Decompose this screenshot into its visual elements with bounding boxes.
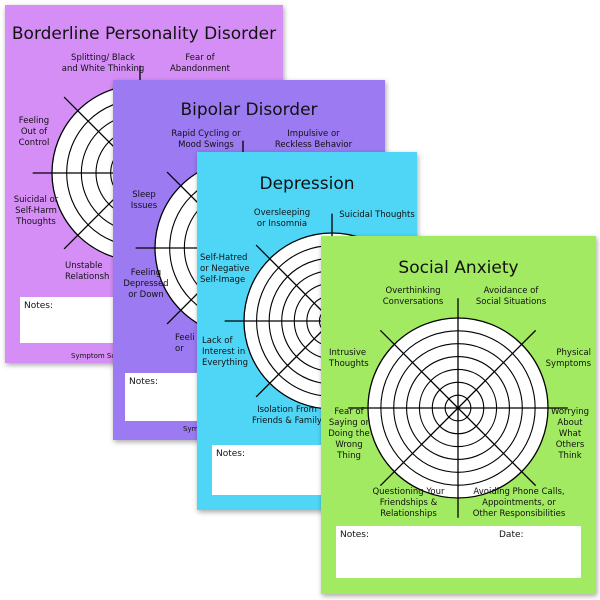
bpd-label-relationships: Unstable Relationsh xyxy=(65,261,110,282)
bipolar-label-depressed: Feeling Depressed or Down xyxy=(123,268,169,300)
social-anxiety-label-questioning: Questioning Your Friendships & Relations… xyxy=(372,487,445,519)
social-anxiety-wheel xyxy=(348,298,568,518)
depression-label-oversleeping: Oversleeping or Insomnia xyxy=(253,208,311,229)
bipolar-label-impulsive: Impulsive or Reckless Behavior xyxy=(274,129,353,150)
social-anxiety-label-overthinking: Overthinking Conversations xyxy=(382,286,444,307)
social-anxiety-date-label: Date: xyxy=(499,530,524,540)
depression-label-suicidal: Suicidal Thoughts xyxy=(339,210,415,220)
social-anxiety-label-intrusive: Intrusive Thoughts xyxy=(329,348,369,369)
depression-notes-box[interactable]: Notes: xyxy=(212,445,322,495)
wheel-spoke xyxy=(255,320,333,398)
social-anxiety-title: Social Anxiety xyxy=(398,258,519,278)
bpd-footer: Symptom So xyxy=(71,352,116,360)
bipolar-label-rapid-cycling: Rapid Cycling or Mood Swings xyxy=(171,129,241,150)
depression-label-lack-interest: Lack of Interest in Everything xyxy=(202,336,249,368)
bipolar-notes-label: Notes: xyxy=(129,377,159,387)
wheel-spoke xyxy=(457,407,537,487)
depression-title: Depression xyxy=(259,174,355,194)
bipolar-label-feeling: Feeli or xyxy=(175,333,195,354)
bpd-notes-label: Notes: xyxy=(24,301,54,311)
bipolar-footer: Sym xyxy=(183,425,199,433)
social-anxiety-notes-box[interactable]: Notes: Date: xyxy=(336,526,581,578)
bpd-notes-box[interactable]: Notes: xyxy=(20,297,120,343)
wheel-spoke xyxy=(379,407,459,487)
depression-label-isolation: Isolation From Friends & Family xyxy=(252,405,322,426)
bpd-title: Borderline Personality Disorder xyxy=(11,24,277,44)
wheel-spoke xyxy=(457,329,537,409)
bpd-label-suicidal: Suicidal or Self-Harm Thoughts xyxy=(13,195,59,227)
bpd-label-out-of-control: Feeling Out of Control xyxy=(18,116,50,148)
social-anxiety-label-avoiding-calls: Avoiding Phone Calls, Appointments, or O… xyxy=(472,487,566,519)
social-anxiety-label-avoidance: Avoidance of Social Situations xyxy=(475,286,547,307)
wheel-spoke xyxy=(255,244,333,322)
bpd-label-abandonment: Fear of Abandonment xyxy=(169,53,231,74)
social-anxiety-worksheet: Social Anxiety Overthinking Conversation… xyxy=(321,236,596,594)
bpd-label-splitting: Splitting/ Black and White Thinking xyxy=(61,53,145,74)
social-anxiety-label-fear-wrong: Fear of Saying or Doing the Wrong Thing xyxy=(328,407,370,461)
depression-notes-label: Notes: xyxy=(216,449,246,459)
social-anxiety-label-worrying: Worrying About What Others Think xyxy=(550,407,590,461)
social-anxiety-label-physical: Physical Symptoms xyxy=(545,348,591,369)
depression-label-self-hatred: Self-Hatred or Negative Self-Image xyxy=(200,253,250,285)
bipolar-title: Bipolar Disorder xyxy=(180,100,318,120)
wheel-spoke xyxy=(379,329,459,409)
social-anxiety-notes-label: Notes: xyxy=(340,530,370,540)
bipolar-label-sleep: Sleep Issues xyxy=(130,190,158,211)
